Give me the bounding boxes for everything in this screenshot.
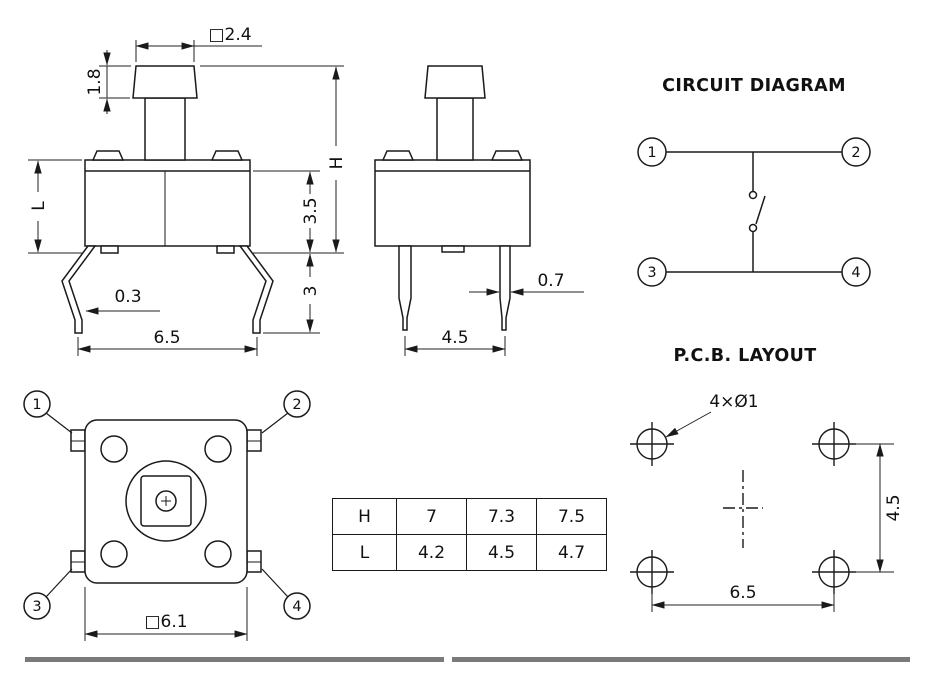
pcb-dim-label-6-5: 6.5 xyxy=(729,583,756,603)
dim-label-cap-height: 1.8 xyxy=(85,68,105,95)
corner-contact-4 xyxy=(204,540,232,568)
corner-contact-1 xyxy=(100,435,128,463)
leg-left-front xyxy=(61,245,97,334)
dim-label-L: L xyxy=(29,201,49,211)
dim-label-0-3: 0.3 xyxy=(114,287,141,307)
side-view: 0.7 4.5 xyxy=(374,65,584,356)
circuit-diagram-title: CIRCUIT DIAGRAM xyxy=(662,76,846,96)
dim-label-0-7: 0.7 xyxy=(537,271,564,291)
pcb-dimensions xyxy=(651,411,894,612)
leg-right-side xyxy=(499,245,511,331)
leg-right-front xyxy=(238,245,274,334)
pin1-callout xyxy=(23,390,51,418)
body-post-left xyxy=(91,150,125,161)
pin4-callout xyxy=(283,592,311,620)
bottom-view-dimensions xyxy=(84,587,248,641)
pcb-layout: P.C.B. LAYOUT 4×Ø1 4.5 6.5 xyxy=(630,346,904,612)
switch-body-side xyxy=(374,159,531,247)
table-cell-l2: 4.5 xyxy=(466,534,537,571)
dim-label-6-1: □6.1 xyxy=(144,612,187,632)
table-row-L: L 4.2 4.5 4.7 xyxy=(332,534,607,571)
pcb-layout-title: P.C.B. LAYOUT xyxy=(673,346,816,366)
corner-contact-3 xyxy=(100,540,128,568)
bottom-pin1-label: 1 xyxy=(32,397,41,413)
body-post-left-side xyxy=(381,150,415,161)
body-foot-center-side xyxy=(441,245,465,253)
leg-left-side xyxy=(398,245,412,331)
body-foot-right xyxy=(216,245,235,254)
pcb-holes xyxy=(630,422,856,594)
dim-label-3: 3 xyxy=(301,286,321,297)
dimension-table: H 7 7.3 7.5 L 4.2 4.5 4.7 xyxy=(332,498,607,571)
switch-blade xyxy=(755,195,766,225)
front-view: □2.4 1.8 L H 3.5 3 0.3 6.5 xyxy=(28,25,347,356)
dim-label-4-5-side: 4.5 xyxy=(441,328,468,348)
button-cap-front xyxy=(132,65,198,99)
switch-contact-lower xyxy=(748,223,758,233)
bottom-pin4-label: 4 xyxy=(292,599,301,615)
front-view-dimensions xyxy=(28,40,344,356)
circuit-diagram: CIRCUIT DIAGRAM 1 2 3 4 xyxy=(637,76,871,287)
dim-label-6-5-front: 6.5 xyxy=(153,328,180,348)
corner-contact-2 xyxy=(204,435,232,463)
side-view-dimensions xyxy=(404,288,584,356)
table-cell-h2: 7.3 xyxy=(466,498,537,535)
switch-body-front xyxy=(84,159,251,247)
body-post-right xyxy=(210,150,244,161)
table-cell-h-label: H xyxy=(332,498,397,535)
table-row-H: H 7 7.3 7.5 xyxy=(332,498,607,535)
button-cap-side xyxy=(424,65,486,99)
circuit-pin2-label: 2 xyxy=(851,145,860,161)
table-cell-h3: 7.5 xyxy=(536,498,607,535)
pin3-callout xyxy=(23,592,51,620)
table-cell-l-label: L xyxy=(332,534,397,571)
table-cell-h1: 7 xyxy=(396,498,467,535)
pcb-dim-label-4-5: 4.5 xyxy=(884,494,904,521)
hole-callout-label: 4×Ø1 xyxy=(709,392,758,412)
bottom-pin2-label: 2 xyxy=(292,397,301,413)
dim-label-3-5: 3.5 xyxy=(301,197,321,224)
footer-rule-left xyxy=(25,657,444,662)
table-cell-l3: 4.7 xyxy=(536,534,607,571)
dim-label-cap-width: □2.4 xyxy=(208,25,251,45)
button-stem-side xyxy=(436,97,474,161)
bottom-pin3-label: 3 xyxy=(32,599,41,615)
table-cell-l1: 4.2 xyxy=(396,534,467,571)
circuit-pin4-label: 4 xyxy=(851,265,860,281)
pin2-callout xyxy=(283,390,311,418)
circuit-pin3-label: 3 xyxy=(647,265,656,281)
body-post-right-side xyxy=(490,150,524,161)
dim-label-H: H xyxy=(327,157,347,170)
footer-rule-right xyxy=(452,657,910,662)
body-foot-left xyxy=(100,245,119,254)
circuit-pin1-label: 1 xyxy=(647,145,656,161)
switch-contact-upper xyxy=(748,190,758,200)
button-stem-front xyxy=(144,97,186,161)
hole-callout-leader xyxy=(665,411,712,438)
bottom-view: 1 2 3 4 □6.1 xyxy=(23,390,311,641)
